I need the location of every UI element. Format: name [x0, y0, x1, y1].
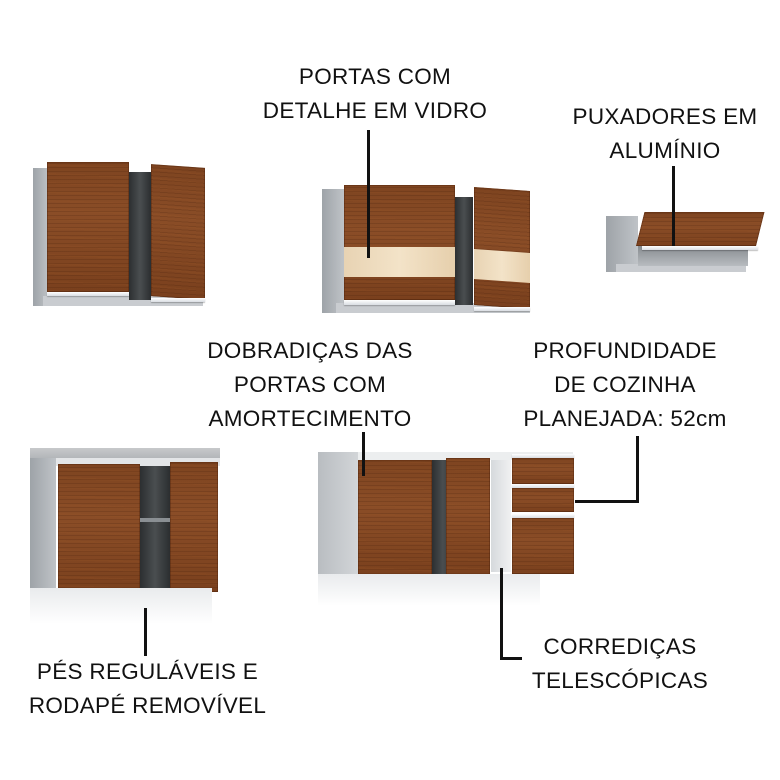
callout-line: ALUMÍNIO [609, 138, 721, 163]
door-handle [474, 307, 530, 311]
cabinet-shelf [140, 518, 170, 522]
cabinet-interior [129, 172, 151, 300]
wall-cabinet-flip-up [606, 212, 765, 276]
callout-connector-glass [367, 130, 370, 258]
callout-connector-slides-horizontal [500, 657, 522, 660]
callout-glass-doors: PORTAS COM DETALHE EM VIDRO [230, 60, 520, 128]
cabinet-side [606, 216, 638, 272]
callout-line: PLANEJADA: 52cm [523, 406, 727, 431]
callout-line: RODAPÉ REMOVÍVEL [28, 693, 267, 718]
callout-line: DOBRADIÇAS DAS [207, 338, 413, 363]
callout-line: PUXADORES EM [572, 104, 758, 129]
removable-plinth [30, 588, 212, 624]
drawer-handle [512, 484, 574, 488]
callout-depth: PROFUNDIDADE DE COZINHA PLANEJADA: 52cm [505, 334, 745, 436]
callout-connector-feet [144, 608, 147, 656]
cabinet-frame [358, 452, 573, 460]
wall-cabinet-two-doors [33, 162, 205, 308]
cabinet-interior [455, 197, 473, 305]
cabinet-interior [140, 466, 170, 596]
callout-connector-handles [672, 166, 675, 246]
callout-line: PROFUNDIDADE [533, 338, 717, 363]
door-handle [47, 292, 129, 296]
door-handle [344, 300, 455, 305]
cabinet-bottom [336, 303, 530, 313]
callout-line: CORREDIÇAS [543, 634, 697, 659]
aluminum-handle [642, 246, 758, 250]
cabinet-side [33, 168, 49, 306]
callout-connector-depth-vertical [636, 436, 639, 502]
cabinet-frame [56, 458, 220, 466]
callout-line: DETALHE EM VIDRO [262, 98, 488, 123]
countertop [30, 448, 220, 458]
callout-connector-slides-vertical [500, 568, 503, 660]
callout-connector-depth-horizontal [575, 500, 639, 503]
callout-aluminum-handles: PUXADORES EM ALUMÍNIO [560, 100, 770, 168]
cabinet-side [318, 452, 358, 586]
base-cabinet-two-doors [30, 448, 222, 626]
cabinet-side [322, 189, 344, 313]
drawer-middle [512, 488, 574, 512]
callout-telescopic-slides: CORREDIÇAS TELESCÓPICAS [515, 630, 725, 698]
cabinet-bottom [616, 264, 746, 272]
callout-line: TELESCÓPICAS [531, 668, 709, 693]
cabinet-door-left [344, 185, 455, 300]
callout-line: PORTAS COM [233, 372, 387, 397]
callout-soft-close-hinges: DOBRADIÇAS DAS PORTAS COM AMORTECIMENTO [190, 334, 430, 436]
glass-panel [344, 247, 455, 277]
cabinet-door-left [358, 460, 432, 578]
drawer-top [512, 458, 574, 484]
callout-line: PORTAS COM [298, 64, 452, 89]
telescopic-slide [491, 460, 511, 572]
callout-adjustable-feet: PÉS REGULÁVEIS E RODAPÉ REMOVÍVEL [10, 655, 285, 723]
glass-panel [474, 249, 530, 283]
callout-line: PÉS REGULÁVEIS E [36, 659, 259, 684]
callout-connector-hinges [362, 432, 365, 476]
callout-line: DE COZINHA [554, 372, 696, 397]
drawer-handle [512, 514, 574, 518]
removable-plinth [318, 574, 540, 606]
cabinet-door-middle [446, 458, 490, 578]
cabinet-door-right [151, 164, 205, 300]
drawer-handle [512, 454, 574, 458]
cabinet-door-left [58, 464, 140, 596]
callout-line: AMORTECIMENTO [208, 406, 412, 431]
cabinet-door-right [170, 462, 218, 592]
wall-cabinet-glass-detail [322, 185, 532, 317]
drawer-bottom [512, 518, 574, 574]
flip-up-door [636, 212, 765, 246]
cabinet-door-right [474, 187, 530, 309]
cabinet-side [30, 458, 56, 600]
base-cabinet-drawers [318, 450, 576, 608]
cabinet-door-left [47, 162, 129, 292]
cabinet-bottom [43, 296, 203, 306]
door-handle [151, 298, 205, 302]
